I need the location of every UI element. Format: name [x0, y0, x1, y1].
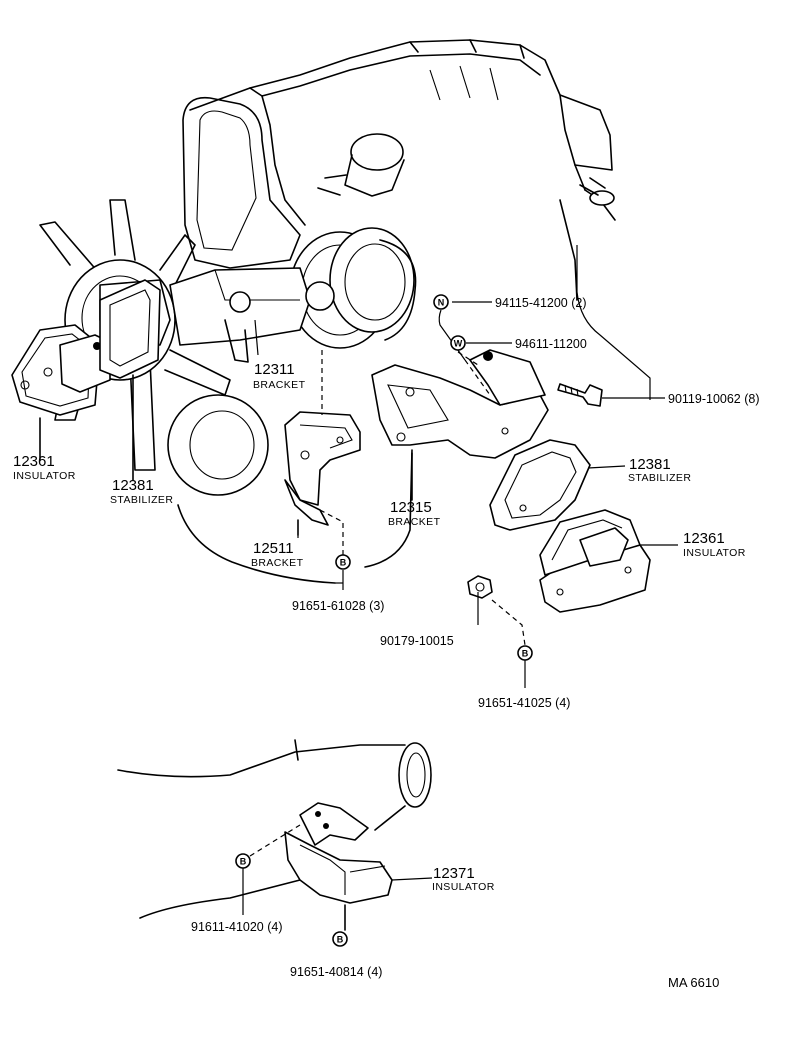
label-94115-41200: 94115-41200 (2): [495, 296, 587, 310]
nut-symbol-n: N: [433, 294, 449, 310]
label-number-12511: 12511: [253, 540, 294, 557]
label-name-insulator-right: INSULATOR: [683, 547, 746, 559]
label-91651-40814: 91651-40814 (4): [290, 965, 382, 979]
insulator-12361-right-illustration: [539, 509, 651, 613]
stabilizer-12381-right-illustration: [489, 439, 591, 531]
label-91651-61028: 91651-61028 (3): [292, 599, 384, 613]
bolt-symbol-b-41020: B: [235, 853, 251, 869]
fastener-illustrations: [467, 383, 603, 599]
label-90119-10062: 90119-10062 (8): [668, 392, 760, 406]
label-number-12381-left: 12381: [112, 477, 154, 494]
bracket-12511-illustration: [284, 411, 361, 536]
svg-text:B: B: [337, 935, 344, 945]
label-name-bracket-12311: BRACKET: [253, 379, 306, 391]
label-name-insulator-left: INSULATOR: [13, 470, 76, 482]
bracket-12315-illustration: [371, 349, 549, 501]
label-name-bracket-12315: BRACKET: [388, 516, 441, 528]
label-number-12361-left: 12361: [13, 453, 55, 470]
label-name-insulator-rear: INSULATOR: [432, 881, 495, 893]
label-number-12381-right: 12381: [629, 456, 671, 473]
label-name-stabilizer-right: STABILIZER: [628, 472, 691, 484]
insulator-12371-illustration: [284, 802, 393, 931]
label-name-bracket-12511: BRACKET: [251, 557, 304, 569]
insulator-12361-left-illustration: [11, 324, 111, 461]
label-name-stabilizer-left: STABILIZER: [110, 494, 173, 506]
label-91611-41020: 91611-41020 (4): [191, 920, 283, 934]
label-number-12315: 12315: [390, 499, 432, 516]
svg-text:B: B: [522, 649, 529, 659]
label-90179-10015: 90179-10015: [380, 634, 454, 648]
svg-text:B: B: [240, 857, 247, 867]
sheet-code: MA 6610: [668, 975, 719, 990]
leader-lines: [242, 245, 678, 915]
stabilizer-12381-left-illustration: [99, 279, 161, 481]
svg-text:W: W: [454, 339, 463, 349]
bolt-symbol-b-61028: B: [335, 554, 351, 570]
label-number-12371: 12371: [433, 865, 475, 882]
bolt-symbol-b-40814: B: [332, 931, 348, 947]
svg-text:N: N: [438, 298, 445, 308]
label-94611-11200: 94611-11200: [515, 337, 587, 351]
washer-symbol-w: W: [450, 335, 466, 351]
label-91651-41025: 91651-41025 (4): [478, 696, 570, 710]
label-number-12361-right: 12361: [683, 530, 725, 547]
label-number-12311: 12311: [254, 361, 295, 378]
bolt-symbol-b-41025: B: [517, 645, 533, 661]
transmission-illustration: [117, 739, 432, 919]
svg-text:B: B: [340, 558, 347, 568]
